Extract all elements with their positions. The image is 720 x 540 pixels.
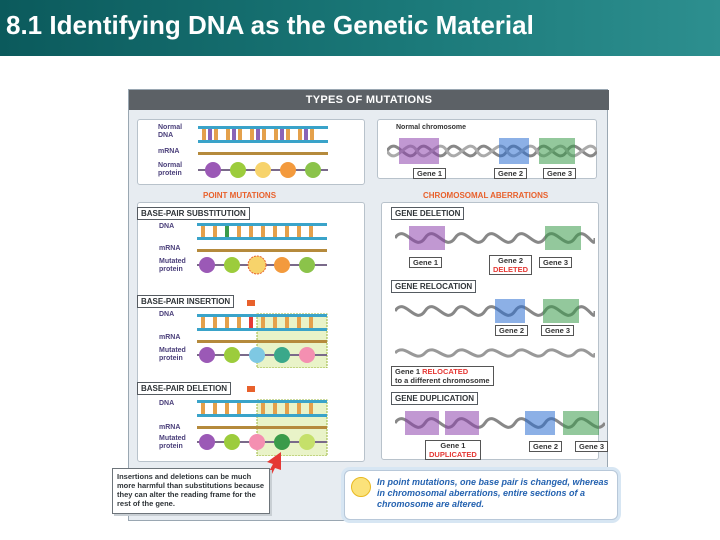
label-del-protein: Mutated protein [159,435,186,450]
label-ins-dna: DNA [159,311,175,318]
relocation-gene-3-label: Gene 3 [541,325,575,336]
tag-base-pair-deletion: BASE-PAIR DELETION [137,382,232,395]
tip-text: In point mutations, one base pair is cha… [377,477,609,509]
normal-gene-1-label: Gene 1 [413,168,447,179]
deleted-word: DELETED [493,265,529,274]
label-del-mrna: mRNA [159,424,181,431]
deletion-graphic [197,386,328,456]
normal-dna-panel: Normal DNA mRNA Normal protein [137,119,365,185]
deletion-gene-2-name: Gene 2 [498,256,524,265]
label-ins-protein: Mutated protein [159,347,186,362]
tag-gene-duplication: GENE DUPLICATION [391,392,478,405]
tag-gene-deletion: GENE DELETION [391,207,465,220]
label-subs-dna: DNA [159,223,175,230]
tag-gene-relocation: GENE RELOCATION [391,280,477,293]
insertion-deletion-note: Insertions and deletions can be much mor… [112,468,270,514]
relocated-gene-name: Gene 1 [395,367,421,376]
tag-base-pair-insertion: BASE-PAIR INSERTION [137,295,235,308]
gene-duplication-graphic [395,411,605,435]
duplicated-word: DUPLICATED [429,450,477,459]
substitution-graphic [197,223,327,275]
label-subs-protein: Mutated protein [159,258,186,273]
relocated-gene-label: Gene 1 RELOCATED to a different chromoso… [391,366,494,386]
relocated-suffix: to a different chromosome [395,376,490,385]
label-subs-mrna: mRNA [159,245,181,252]
slide-title: 8.1 Identifying DNA as the Genetic Mater… [6,10,534,40]
lightbulb-icon [351,477,371,497]
gene-deletion-graphic [395,226,595,250]
duplication-gene-3-label: Gene 3 [575,441,609,452]
label-normal-dna: Normal DNA [158,124,183,139]
figure-title: TYPES OF MUTATIONS [129,90,609,110]
mutation-figure: TYPES OF MUTATIONS Normal DNA mRNA Norma… [128,89,609,521]
slide-header: 8.1 Identifying DNA as the Genetic Mater… [0,0,720,56]
label-normal-mrna: mRNA [158,148,180,155]
point-mutations-heading: POINT MUTATIONS [203,191,277,200]
duplication-gene-2-label: Gene 2 [529,441,563,452]
label-normal-chromosome: Normal chromosome [396,124,467,131]
normal-chromosome-graphic [387,138,597,164]
label-normal-protein: Normal protein [158,162,183,177]
normal-gene-3-label: Gene 3 [543,168,577,179]
normal-gene-2-label: Gene 2 [494,168,528,179]
relocated-chromosome-graphic [395,348,595,358]
relocation-gene-2-label: Gene 2 [495,325,529,336]
duplication-gene-1-name: Gene 1 [440,441,466,450]
label-ins-mrna: mRNA [159,334,181,341]
normal-dna-graphic [198,126,328,178]
summary-tip: In point mutations, one base pair is cha… [344,470,618,520]
duplication-gene-1-label: Gene 1 DUPLICATED [425,440,481,460]
tag-base-pair-substitution: BASE-PAIR SUBSTITUTION [137,207,250,220]
relocated-word: RELOCATED [422,367,469,376]
deletion-gene-3-label: Gene 3 [539,257,573,268]
label-del-dna: DNA [159,400,175,407]
insertion-graphic [197,300,328,368]
deletion-gene-2-label: Gene 2 DELETED [489,255,533,275]
gene-relocation-graphic [395,299,595,323]
chromosomal-aberrations-heading: CHROMOSOMAL ABERRATIONS [423,191,549,200]
deletion-gene-1-label: Gene 1 [409,257,443,268]
